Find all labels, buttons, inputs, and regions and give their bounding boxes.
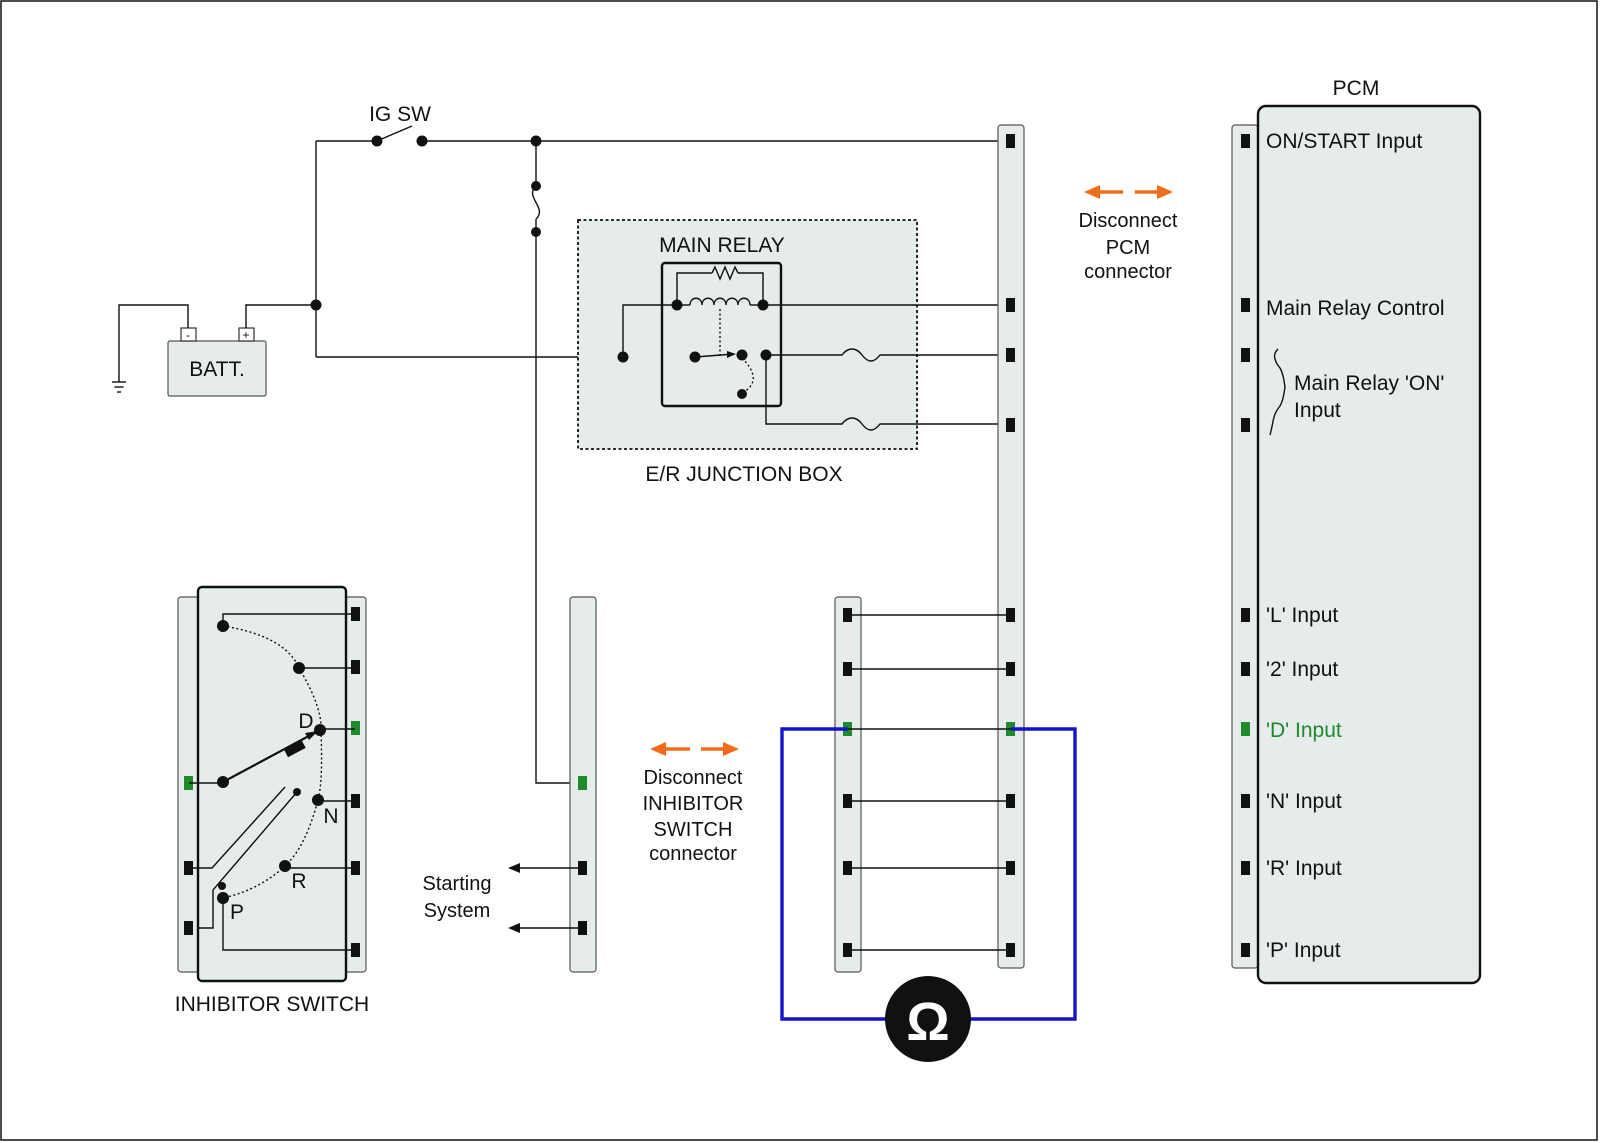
- disconnect-inhibitor-label-3: SWITCH: [654, 819, 733, 841]
- starting-system-label-1: Starting: [423, 873, 492, 895]
- pcm-input-2: '2' Input: [1266, 658, 1338, 681]
- battery-positive-label: +: [242, 328, 249, 342]
- resistor-icon: [711, 265, 739, 281]
- disconnect-pcm-label-1: Disconnect: [1079, 210, 1178, 232]
- arrow-left-icon: [508, 923, 520, 933]
- disconnect-inhibitor-label-1: Disconnect: [644, 767, 743, 789]
- ignition-switch: IG SW: [369, 103, 431, 147]
- arrow-left-icon: [508, 863, 520, 873]
- disconnect-pcm-label-3: connector: [1084, 261, 1172, 283]
- starting-system-label-2: System: [424, 900, 491, 922]
- inhibitor-left-pins: [184, 776, 193, 935]
- pcm-input-main-relay-on-2: Input: [1294, 399, 1341, 422]
- pcm-input-on-start: ON/START Input: [1266, 130, 1423, 153]
- inhibitor-right-connector: [343, 596, 367, 973]
- switch-position-n: N: [323, 805, 338, 828]
- er-junction-box-label: E/R JUNCTION BOX: [645, 463, 842, 486]
- switch-position-r: R: [291, 870, 306, 893]
- ohmmeter-lead-left: [780, 727, 890, 1021]
- disconnect-inhibitor-label-2: INHIBITOR: [643, 793, 744, 815]
- ig-sw-label: IG SW: [369, 103, 431, 126]
- main-relay-label: MAIN RELAY: [659, 234, 785, 257]
- disconnect-inhibitor-label-4: connector: [649, 843, 737, 865]
- disconnect-pcm-arrows: [1084, 185, 1173, 199]
- pcm-pins: [1241, 134, 1250, 957]
- ohmmeter-lead-right: [966, 727, 1077, 1021]
- pcm-input-p: 'P' Input: [1266, 939, 1341, 962]
- inhibitor-switch-label: INHIBITOR SWITCH: [175, 993, 369, 1016]
- pcm-label: PCM: [1333, 77, 1380, 100]
- inhibitor-switch: [196, 585, 348, 983]
- battery: - + BATT.: [167, 327, 267, 397]
- pcm-input-l: 'L' Input: [1266, 604, 1338, 627]
- ohmmeter-symbol: Ω: [906, 992, 949, 1052]
- ohmmeter: Ω: [885, 976, 971, 1062]
- pcm-input-main-relay-on-1: Main Relay 'ON': [1294, 372, 1444, 395]
- switch-position-p: P: [230, 901, 244, 924]
- pcm-input-main-relay-control: Main Relay Control: [1266, 297, 1445, 320]
- pcm-input-n: 'N' Input: [1266, 790, 1342, 813]
- battery-label: BATT.: [189, 358, 245, 381]
- pcm-connector: [1231, 124, 1259, 969]
- pcm-harness-connector: [997, 124, 1025, 969]
- coil-icon: [689, 297, 751, 306]
- battery-negative-label: -: [186, 328, 190, 342]
- inhibitor-harness-connector: [834, 596, 862, 973]
- harness-wires: [848, 614, 1011, 951]
- disconnect-pcm-label-2: PCM: [1106, 237, 1150, 259]
- pcm-input-d: 'D' Input: [1266, 719, 1342, 742]
- switch-position-d: D: [298, 710, 313, 733]
- disconnect-inhibitor-arrows: [650, 742, 739, 756]
- pcm-input-r: 'R' Input: [1266, 857, 1342, 880]
- fuse-icon: [531, 185, 541, 220]
- ground-icon: [112, 381, 126, 393]
- pcm-module: [1256, 104, 1482, 985]
- inhibitor-right-pins: [351, 607, 360, 957]
- brace-icon: [1269, 348, 1286, 436]
